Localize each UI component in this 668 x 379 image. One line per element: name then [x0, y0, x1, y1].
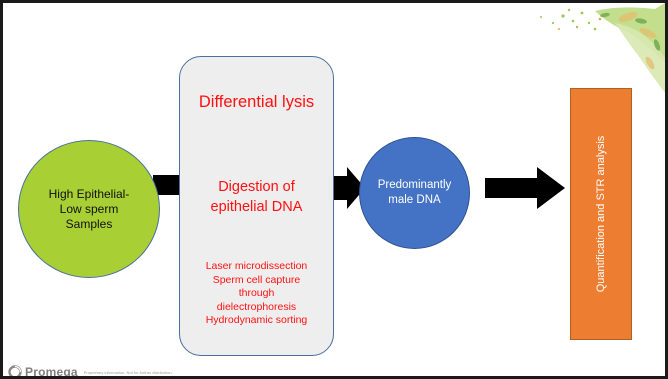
process-box: Differential lysis Digestion of epitheli… [179, 56, 334, 356]
promega-logo-icon [8, 365, 22, 376]
method-line: Hydrodynamic sorting [205, 314, 308, 326]
sample-node-line: High Epithelial- [48, 186, 130, 201]
analysis-box: Quantification and STR analysis [570, 88, 632, 340]
process-step: Digestion of epithelial DNA [180, 177, 333, 217]
leaf-decoration [540, 3, 665, 93]
sample-node: High Epithelial- Low sperm Samples [18, 140, 160, 278]
result-node-line: Predominantly [377, 179, 452, 191]
process-methods: Laser microdissection Sperm cell capture… [180, 260, 333, 328]
sample-node-line: Samples [65, 216, 113, 231]
arrow-3 [485, 167, 565, 209]
sample-node-line: Low sperm [59, 201, 119, 216]
method-line: Sperm cell capture [212, 273, 301, 286]
method-line: through [238, 287, 275, 299]
result-node: Predominantly male DNA [359, 137, 470, 249]
process-title: Differential lysis [198, 93, 315, 111]
arrow-1 [153, 175, 181, 195]
method-line: Laser microdissection [205, 260, 308, 272]
arrow-2 [329, 167, 365, 209]
method-line: dielectrophoresis [216, 300, 297, 313]
result-node-line: male DNA [388, 194, 441, 206]
process-step-line: epithelial DNA [210, 199, 303, 215]
process-step-line: Digestion of [218, 179, 295, 195]
footer-disclaimer: Proprietary information. Not for further… [83, 369, 173, 375]
logo-text: Promega [25, 365, 78, 379]
footer: Promega Proprietary information. Not for… [8, 365, 173, 379]
analysis-label: Quantification and STR analysis [595, 135, 607, 293]
